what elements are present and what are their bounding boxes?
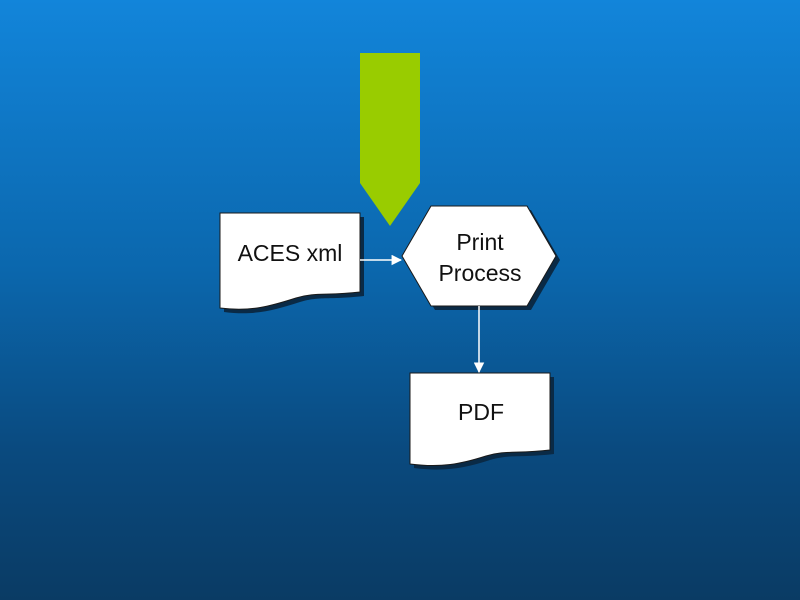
green-down-arrow-icon (360, 53, 420, 226)
pdf-label: PDF (458, 399, 504, 425)
pdf-document (409, 372, 551, 467)
print-process-label: Print Process (438, 229, 522, 286)
aces-xml-document (219, 212, 361, 310)
aces-xml-label: ACES xml (237, 240, 343, 266)
